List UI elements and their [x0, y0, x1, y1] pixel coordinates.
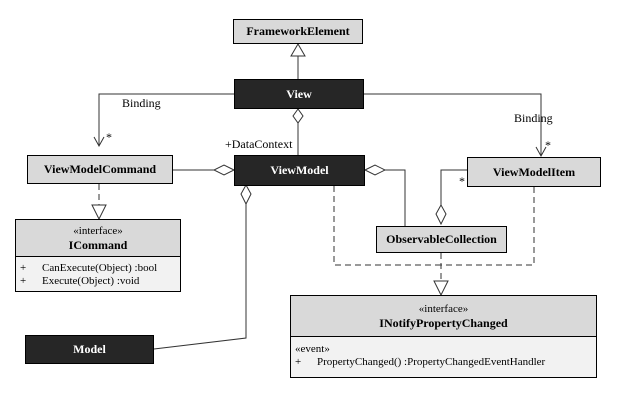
- class-model[interactable]: Model: [25, 335, 154, 364]
- class-view-model-name: ViewModel: [270, 163, 329, 177]
- aggregation-diamond-view: [292, 108, 304, 124]
- icommand-stereotype: «interface»: [73, 224, 123, 237]
- icommand-operations: + CanExecute(Object) :bool + Execute(Obj…: [16, 256, 180, 291]
- aggregation-collection-item: [440, 169, 467, 205]
- class-view-model-command[interactable]: ViewModelCommand: [27, 155, 173, 184]
- binding-arrowhead-command: [93, 136, 105, 148]
- aggregation-diamond-viewmodel-right: [363, 164, 387, 176]
- multiplicity-command: *: [106, 130, 112, 144]
- class-observable-collection[interactable]: ObservableCollection: [376, 226, 507, 253]
- binding-arrowhead-item: [535, 146, 547, 158]
- realization-arrowhead-inotify: [433, 280, 449, 297]
- class-observable-collection-name: ObservableCollection: [386, 232, 497, 246]
- class-framework-element[interactable]: FrameworkElement: [233, 19, 363, 44]
- operation-visibility: +: [295, 356, 302, 368]
- binding-label-right: Binding: [514, 111, 553, 125]
- association-view-item: [364, 93, 542, 155]
- binding-label-left: Binding: [122, 96, 161, 110]
- operation-signature: Execute(Object) :void: [42, 275, 140, 287]
- operation-signature: PropertyChanged() :PropertyChangedEventH…: [317, 356, 546, 368]
- inotify-operations: «event» + PropertyChanged() :PropertyCha…: [291, 336, 596, 377]
- icommand-operation-row: + CanExecute(Object) :bool: [16, 262, 180, 275]
- class-view-model[interactable]: ViewModel: [234, 155, 365, 186]
- multiplicity-item-right: *: [545, 138, 551, 152]
- interface-inotify-property-changed[interactable]: «interface» INotifyPropertyChanged «even…: [290, 295, 597, 378]
- class-model-name: Model: [73, 342, 106, 356]
- icommand-name: ICommand: [68, 237, 128, 252]
- inotify-operation-row: + PropertyChanged() :PropertyChangedEven…: [291, 356, 596, 369]
- multiplicity-item-left: *: [459, 174, 465, 188]
- aggregation-viewmodel-model: [153, 204, 247, 350]
- class-view-model-item[interactable]: ViewModelItem: [467, 157, 601, 187]
- aggregation-diamond-viewmodel-left: [212, 164, 236, 176]
- class-view-name: View: [286, 86, 312, 101]
- datacontext-label: +DataContext: [225, 137, 293, 151]
- class-view-model-item-name: ViewModelItem: [492, 164, 576, 179]
- realization-viewmodel-inotify: [333, 186, 441, 266]
- operation-signature: CanExecute(Object) :bool: [42, 262, 158, 274]
- realization-item-inotify: [441, 187, 535, 266]
- icommand-operation-row: + Execute(Object) :void: [16, 275, 180, 288]
- aggregation-viewmodel-collection: [385, 169, 406, 226]
- interface-icommand[interactable]: «interface» ICommand + CanExecute(Object…: [15, 219, 181, 292]
- class-view-model-command-name: ViewModelCommand: [43, 162, 157, 176]
- aggregation-diamond-collection: [435, 203, 447, 226]
- generalization-arrowhead: [290, 43, 306, 57]
- inotify-name: INotifyPropertyChanged: [379, 315, 508, 330]
- class-framework-element-name: FrameworkElement: [246, 24, 350, 38]
- aggregation-diamond-viewmodel-bottom: [240, 183, 252, 206]
- operation-visibility: +: [20, 275, 27, 287]
- class-view[interactable]: View: [234, 79, 364, 109]
- association-view-command: [98, 93, 234, 145]
- inotify-section-stereotype: «event»: [295, 343, 330, 355]
- realization-arrowhead-icommand: [91, 204, 107, 221]
- operation-visibility: +: [20, 262, 27, 274]
- inotify-stereotype: «interface»: [418, 302, 469, 315]
